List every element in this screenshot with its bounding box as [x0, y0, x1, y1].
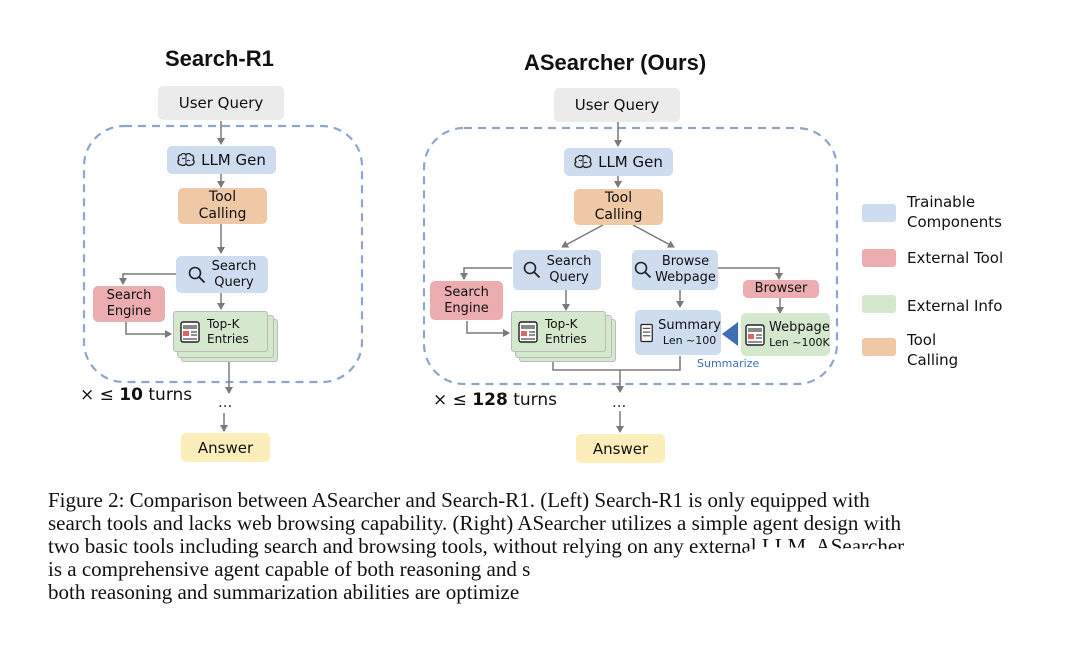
legend-trainable-line2: Components — [907, 213, 1002, 232]
left-answer-label: Answer — [197, 438, 254, 457]
document-icon — [518, 320, 538, 343]
brain-icon — [177, 153, 195, 167]
left-loop-container — [82, 124, 364, 384]
left-search-query-line2: Query — [214, 274, 254, 290]
legend-external-tool-swatch — [862, 249, 896, 267]
right-search-engine: Search Engine — [430, 281, 503, 320]
right-search-query-line1: Search — [546, 254, 592, 270]
left-llm-gen-label: LLM Gen — [201, 151, 266, 169]
summarize-label: Summarize — [697, 357, 760, 370]
right-summary-line2: Len ~100 — [662, 333, 717, 347]
right-answer: Answer — [576, 434, 665, 463]
right-tool-calling-line2: Calling — [594, 207, 643, 223]
summarize-arrow — [722, 322, 738, 346]
right-search-query-line2: Query — [549, 270, 589, 285]
legend-tool-calling-line1: Tool — [907, 331, 937, 349]
search-icon — [188, 266, 205, 283]
right-dots: ... — [612, 393, 627, 411]
right-topk-line1: Top-K — [545, 317, 578, 332]
left-search-engine: Search Engine — [93, 286, 165, 322]
right-turns-number: 128 — [472, 390, 508, 410]
left-title: Search-R1 — [165, 46, 274, 71]
right-user-query-label: User Query — [574, 96, 660, 114]
right-browse-line1: Browse — [661, 254, 710, 270]
legend-tool-calling-line2: Calling — [907, 351, 959, 370]
left-user-query-label: User Query — [178, 94, 264, 112]
left-turns-suffix: turns — [142, 385, 193, 405]
right-topk-entries: Top-K Entries — [511, 311, 606, 352]
right-loop-container — [422, 126, 839, 386]
left-turns-number: 10 — [119, 385, 143, 405]
right-search-engine-line2: Engine — [444, 300, 489, 316]
caption-line-5: both reasoning and summarization abiliti… — [48, 580, 520, 604]
right-llm-gen-label: LLM Gen — [598, 153, 663, 171]
right-turns-prefix: × ≤ — [433, 390, 473, 410]
legend-external-info-swatch — [862, 295, 896, 313]
figure-caption: Figure 2: Comparison between ASearcher a… — [48, 489, 1038, 604]
right-title: ASearcher (Ours) — [524, 50, 707, 75]
right-search-query: Search Query — [513, 250, 601, 290]
left-search-engine-line2: Engine — [106, 304, 152, 319]
left-turns: × ≤ 10 turns — [80, 385, 192, 405]
left-llm-gen: LLM Gen — [167, 146, 276, 174]
left-tool-calling: Tool Calling — [178, 188, 267, 224]
right-turns-suffix: turns — [507, 390, 557, 410]
right-topk-line2: Entries — [545, 331, 587, 346]
right-summary-line1: Summary — [658, 318, 721, 334]
caption-line-1: Figure 2: Comparison between ASearcher a… — [48, 488, 870, 512]
right-webpage-line2: Len ~100K — [769, 335, 830, 349]
right-browser-label: Browser — [754, 281, 808, 297]
right-browse-line2: Webpage — [655, 270, 716, 285]
right-webpage: Webpage Len ~100K — [741, 313, 830, 356]
right-tool-calling: Tool Calling — [574, 189, 663, 225]
legend-tool-calling-swatch — [862, 338, 896, 356]
left-user-query: User Query — [158, 86, 284, 120]
left-search-query-line1: Search — [211, 258, 257, 274]
left-turns-prefix: × ≤ — [80, 385, 120, 405]
right-user-query: User Query — [554, 88, 680, 122]
right-tool-calling-line1: Tool — [604, 190, 633, 207]
right-search-engine-line1: Search — [444, 284, 489, 300]
right-llm-gen: LLM Gen — [564, 148, 673, 176]
left-tool-calling-line1: Tool — [208, 189, 237, 206]
caption-line-3: two basic tools including search and bro… — [48, 534, 905, 558]
legend-tool-calling: Tool Calling — [907, 330, 958, 371]
caption-line-4: is a comprehensive agent capable of both… — [48, 557, 531, 581]
right-turns: × ≤ 128 turns — [433, 390, 557, 410]
search-icon — [523, 261, 540, 279]
legend-trainable-swatch — [862, 204, 896, 222]
right-answer-label: Answer — [592, 439, 649, 458]
left-search-query: Search Query — [176, 256, 268, 293]
legend-external-tool: External Tool — [907, 249, 1004, 267]
left-topk-line2: Entries — [207, 331, 249, 346]
left-tool-calling-line2: Calling — [198, 206, 247, 222]
legend-external-info: External Info — [907, 297, 1003, 315]
notes-icon — [640, 323, 653, 342]
left-topk-line1: Top-K — [207, 317, 240, 332]
legend-trainable: Trainable Components — [907, 192, 1002, 233]
right-browser: Browser — [743, 280, 819, 298]
brain-icon — [574, 155, 592, 169]
search-icon — [634, 261, 652, 279]
caption-line-2: search tools and lacks web browsing capa… — [48, 511, 902, 535]
left-search-engine-line1: Search — [106, 288, 152, 304]
left-answer: Answer — [181, 433, 270, 462]
right-browse-webpage: Browse Webpage — [632, 250, 718, 290]
document-icon — [180, 320, 200, 343]
right-webpage-line1: Webpage — [769, 320, 830, 336]
left-dots: ... — [218, 393, 233, 411]
document-icon — [745, 323, 765, 346]
legend-trainable-line1: Trainable — [907, 193, 976, 211]
right-summary: Summary Len ~100 — [635, 310, 721, 355]
left-topk-entries: Top-K Entries — [173, 311, 268, 352]
